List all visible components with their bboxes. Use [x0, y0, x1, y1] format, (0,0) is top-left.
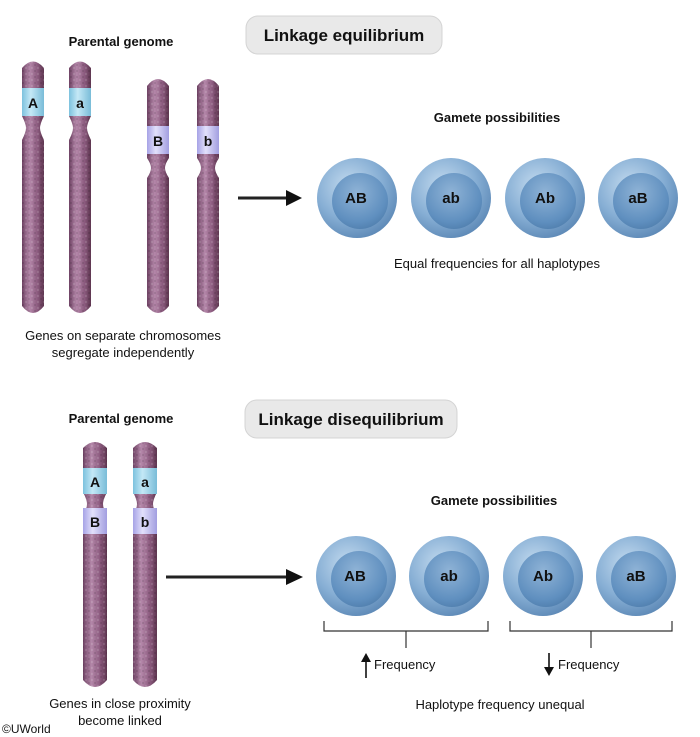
top-title: Linkage equilibrium	[264, 26, 425, 45]
bottom-allele-A: A	[90, 474, 100, 490]
top-chromosome-A: A	[22, 61, 44, 313]
top-gamete-4: aB	[598, 158, 678, 238]
bottom-panel: Linkage disequilibrium Parental genome A…	[49, 399, 676, 728]
bottom-arrow	[166, 569, 303, 585]
frequency-up-arrow-icon	[361, 653, 371, 678]
top-title-pill: Linkage equilibrium	[245, 15, 443, 55]
bottom-title: Linkage disequilibrium	[258, 410, 443, 429]
bottom-gamete-3-label: Ab	[533, 568, 553, 585]
copyright-text: ©UWorld	[2, 722, 51, 736]
bottom-gamete-2-label: ab	[440, 568, 458, 585]
top-gametes-title: Gamete possibilities	[434, 110, 560, 125]
top-gamete-1: AB	[317, 158, 397, 238]
bottom-parental-label: Parental genome	[69, 411, 174, 426]
frequency-down-arrow-icon	[544, 653, 554, 676]
bottom-gamete-2: ab	[409, 536, 489, 616]
top-parental-label: Parental genome	[69, 34, 174, 49]
top-gametes-caption: Equal frequencies for all haplotypes	[394, 256, 600, 271]
bottom-caption-line1: Genes in close proximity	[49, 696, 191, 711]
top-gamete-3: Ab	[505, 158, 585, 238]
top-caption-line1: Genes on separate chromosomes	[25, 328, 221, 343]
bottom-gamete-1: AB	[316, 536, 396, 616]
top-allele-A: A	[28, 95, 38, 111]
bottom-title-pill: Linkage disequilibrium	[244, 399, 458, 439]
bottom-gametes-title: Gamete possibilities	[431, 493, 557, 508]
top-allele-a: a	[76, 95, 84, 111]
bottom-gamete-4-label: aB	[626, 568, 645, 585]
bottom-caption-line2: become linked	[78, 713, 162, 728]
top-chromosome-B: B	[147, 79, 169, 313]
bottom-allele-a: a	[141, 474, 149, 490]
top-gamete-2: ab	[411, 158, 491, 238]
top-panel: Linkage equilibrium Parental genome A a …	[22, 15, 678, 360]
bottom-allele-b: b	[141, 514, 150, 530]
top-gamete-1-label: AB	[345, 190, 367, 207]
top-arrow	[238, 190, 302, 206]
bottom-allele-B: B	[90, 514, 100, 530]
top-chromosome-a: a	[69, 61, 91, 313]
frequency-right-label: Frequency	[558, 657, 620, 672]
bottom-chromosome-ab: a b	[133, 442, 157, 687]
top-gamete-2-label: ab	[442, 190, 460, 207]
bottom-bracket-right	[509, 621, 673, 648]
bottom-gamete-3: Ab	[503, 536, 583, 616]
top-allele-B: B	[153, 133, 163, 149]
top-caption-line2: segregate independently	[52, 345, 195, 360]
bottom-gametes-caption: Haplotype frequency unequal	[415, 697, 584, 712]
top-gamete-4-label: aB	[628, 190, 647, 207]
top-chromosome-b: b	[197, 79, 219, 313]
frequency-left-label: Frequency	[374, 657, 436, 672]
top-allele-b: b	[204, 133, 213, 149]
bottom-gamete-1-label: AB	[344, 568, 366, 585]
top-gamete-3-label: Ab	[535, 190, 555, 207]
bottom-bracket-left	[323, 621, 489, 648]
bottom-chromosome-AB: A B	[83, 442, 107, 687]
bottom-gamete-4: aB	[596, 536, 676, 616]
